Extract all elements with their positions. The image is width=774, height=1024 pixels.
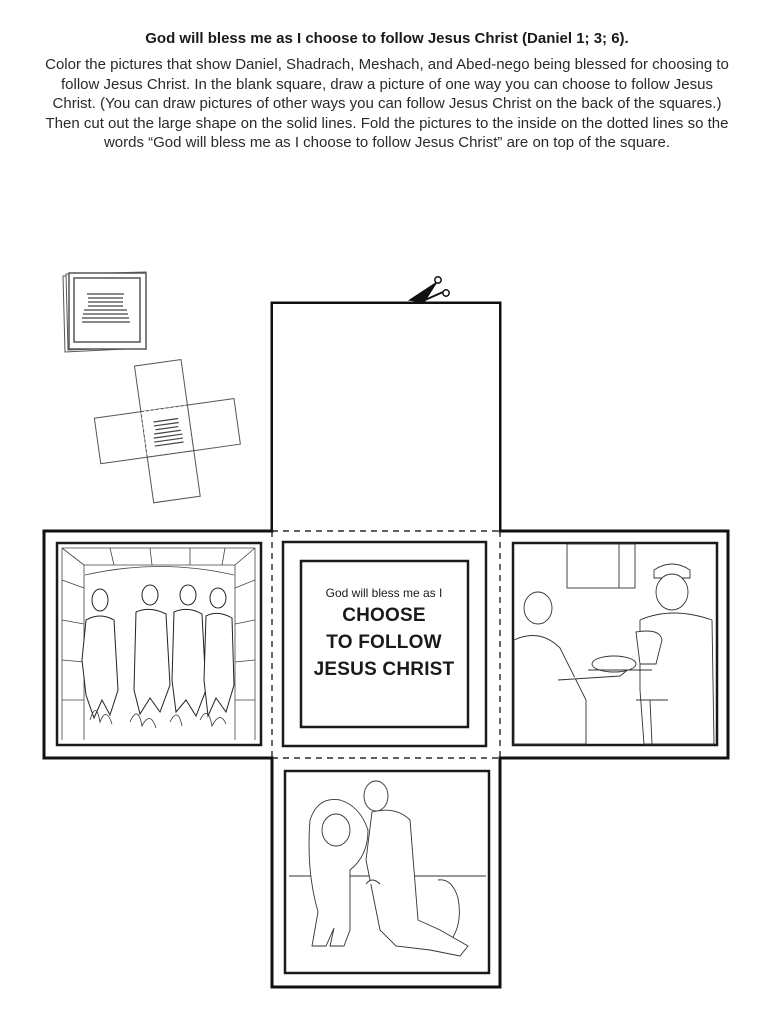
right-panel-refusing-meat <box>511 541 719 747</box>
center-big-line-2: TO FOLLOW <box>326 632 442 653</box>
center-square <box>281 540 488 748</box>
bottom-panel-daniel-lion <box>283 769 491 975</box>
blank-drawing-square[interactable] <box>273 304 499 530</box>
page-title: God will bless me as I choose to follow … <box>145 30 629 47</box>
center-small-line: God will bless me as I <box>325 586 443 600</box>
scissors-icon <box>407 276 450 303</box>
instructions-text: Color the pictures that show Daniel, Sha… <box>45 56 729 151</box>
folded-square-diagram <box>62 271 147 353</box>
left-panel-fiery-furnace <box>55 541 263 747</box>
center-square-text: God will bless me as I CHOOSE TO FOLLOW … <box>300 586 468 683</box>
center-big-line-1: CHOOSE <box>342 605 426 626</box>
center-big-line-3: JESUS CHRIST <box>313 659 455 680</box>
unfolded-cross-diagram <box>93 358 241 504</box>
